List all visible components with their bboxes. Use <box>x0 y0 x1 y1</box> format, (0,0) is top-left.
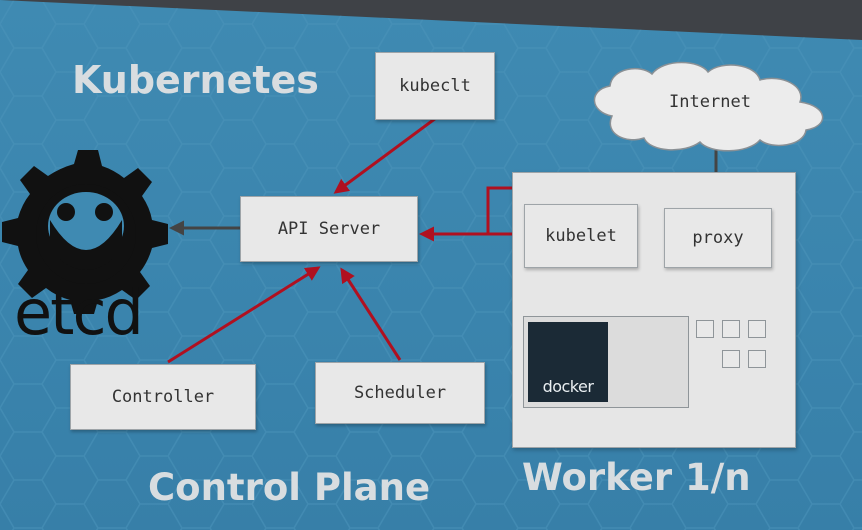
node-internet-label: Internet <box>669 92 751 112</box>
docker-logo: docker <box>528 322 608 402</box>
pod <box>748 350 766 368</box>
edge-kubeclt-to-api <box>333 116 437 194</box>
pod <box>722 320 740 338</box>
control-plane-label: Control Plane <box>148 466 431 509</box>
worker-label: Worker 1/n <box>522 456 751 499</box>
node-proxy-label: proxy <box>692 228 744 248</box>
diagram-title: Kubernetes <box>72 58 319 102</box>
node-scheduler: Scheduler <box>315 362 485 424</box>
node-api-server: API Server <box>240 196 418 262</box>
pod <box>696 320 714 338</box>
etcd-logo-text: etcd <box>14 276 144 349</box>
node-kubeclt-label: kubeclt <box>399 76 471 96</box>
node-kubelet: kubelet <box>524 204 638 268</box>
pod <box>722 350 740 368</box>
docker-logo-text: docker <box>542 377 594 396</box>
node-kubeclt: kubeclt <box>375 52 495 120</box>
node-proxy: proxy <box>664 208 772 268</box>
pod <box>748 320 766 338</box>
node-controller: Controller <box>70 364 256 430</box>
node-controller-label: Controller <box>111 387 215 407</box>
edge-scheduler-to-api <box>340 267 402 361</box>
internet-cloud <box>593 61 824 152</box>
node-kubelet-label: kubelet <box>545 226 617 246</box>
edge-controller-to-api <box>167 266 321 364</box>
node-api-server-label: API Server <box>277 219 381 239</box>
node-scheduler-label: Scheduler <box>353 383 447 403</box>
etcd-logo-icon <box>2 150 168 314</box>
